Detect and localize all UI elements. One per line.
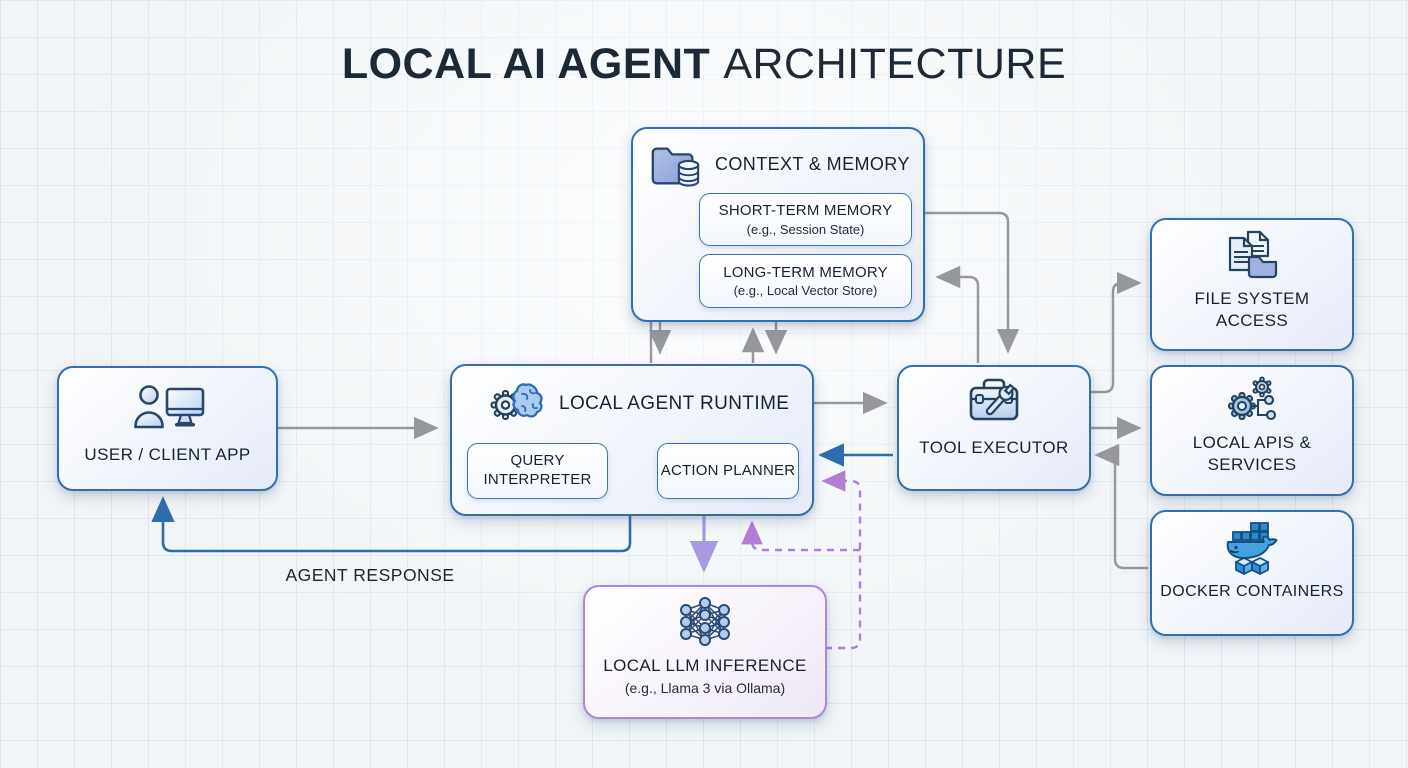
edge-agent-response	[151, 496, 632, 553]
subnode-long-term-memory: LONG-TERM MEMORY (e.g., Local Vector Sto…	[699, 254, 912, 308]
user-monitor-icon	[133, 385, 204, 429]
gears-network-icon	[1228, 376, 1277, 421]
file-system-access-label: FILE SYSTEM ACCESS	[1194, 289, 1310, 331]
long-term-memory-title: LONG-TERM MEMORY	[723, 263, 888, 281]
tool-executor-label: TOOL EXECUTOR	[919, 438, 1069, 457]
documents-folder-icon	[1228, 230, 1278, 279]
brain-half	[512, 383, 543, 418]
blue-arrows	[151, 443, 893, 553]
user-client-app-label: USER / CLIENT APP	[84, 445, 251, 464]
node-context-memory: CONTEXT & MEMORY SHORT-TERM MEMORY (e.g.…	[631, 127, 925, 322]
gear-brain-icon	[490, 383, 543, 420]
local-apis-services-label: LOCAL APIS & SERVICES	[1192, 433, 1312, 475]
edge-tool-to-filesystem	[1089, 271, 1142, 394]
docker-whale-icon	[1226, 522, 1278, 575]
query-interpreter-title: QUERY INTERPRETER	[483, 452, 592, 488]
page-title-bold: LOCAL AI AGENT	[341, 40, 711, 88]
wrench	[985, 383, 1016, 416]
toolbox-wrench-icon	[969, 378, 1019, 421]
edge-llm-to-planner-dashed	[821, 470, 862, 650]
subnode-query-interpreter: QUERY INTERPRETER	[467, 443, 608, 499]
edge-llm-to-runtime-dashed	[741, 520, 860, 552]
node-docker-containers: DOCKER CONTAINERS	[1150, 510, 1354, 636]
docker-containers-label: DOCKER CONTAINERS	[1160, 583, 1344, 600]
gear-half	[490, 390, 521, 420]
local-agent-runtime-label: LOCAL AGENT RUNTIME	[559, 393, 790, 415]
folder-database-icon	[651, 147, 700, 187]
dashed-purple-arrows	[741, 470, 862, 650]
node-local-llm-inference: LOCAL LLM INFERENCE (e.g., Llama 3 via O…	[583, 585, 827, 719]
edge-tool-to-longterm	[935, 265, 980, 363]
action-planner-title: ACTION PLANNER	[660, 461, 796, 479]
container-cubes	[1235, 557, 1269, 575]
node-file-system-access: FILE SYSTEM ACCESS	[1150, 218, 1354, 351]
edge-docker-to-tool	[1094, 443, 1148, 570]
context-memory-label: CONTEXT & MEMORY	[715, 154, 910, 175]
page-title-regular: ARCHITECTURE	[723, 40, 1067, 88]
node-local-agent-runtime: LOCAL AGENT RUNTIME QUERY INTERPRETER AC…	[450, 364, 814, 516]
node-user-client-app: USER / CLIENT APP	[57, 366, 278, 491]
local-llm-inference-label: LOCAL LLM INFERENCE	[603, 656, 807, 675]
node-tool-executor: TOOL EXECUTOR	[897, 365, 1091, 491]
local-llm-inference-subtitle: (e.g., Llama 3 via Ollama)	[624, 680, 786, 697]
edge-shortterm-to-tool	[923, 211, 1020, 354]
short-term-memory-subtitle: (e.g., Session State)	[746, 221, 865, 237]
agent-response-label: AGENT RESPONSE	[285, 565, 455, 585]
subnode-short-term-memory: SHORT-TERM MEMORY (e.g., Session State)	[699, 193, 912, 246]
subnode-action-planner: ACTION PLANNER	[657, 443, 799, 499]
page-title: LOCAL AI AGENT ARCHITECTURE	[0, 40, 1408, 89]
neural-network-icon	[680, 597, 730, 646]
long-term-memory-subtitle: (e.g., Local Vector Store)	[733, 283, 878, 299]
short-term-memory-title: SHORT-TERM MEMORY	[718, 202, 893, 220]
node-local-apis-services: LOCAL APIS & SERVICES	[1150, 365, 1354, 496]
